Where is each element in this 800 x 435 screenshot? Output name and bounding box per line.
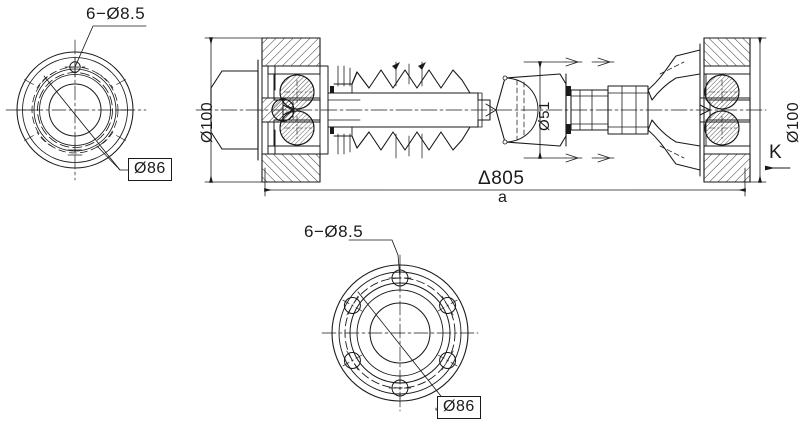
bolt-spec-label-bottom: 6−Ø8.5 (304, 222, 364, 241)
tube-diameter-label: Ø51 (536, 101, 553, 131)
bolt-hole (388, 376, 412, 400)
bolt-hole-pattern (342, 266, 458, 400)
flange-diameter-label-right: Ø100 (785, 101, 800, 143)
bolt-hole (437, 350, 458, 371)
universal-joint-cross-right (699, 97, 751, 123)
bolt-spec-label-top: 6−Ø8.5 (86, 4, 146, 23)
left-flange-end-view (5, 25, 153, 181)
view-arrow-label-K: K (769, 142, 783, 163)
dim-diameter-100-right (749, 37, 767, 183)
bolt-circle-label-left: Ø86 (128, 158, 172, 181)
telescoping-tube (565, 83, 649, 137)
bearing-upper-right (703, 65, 751, 110)
flange-diameter-label-left: Ø100 (199, 101, 216, 143)
shaft-tube-left (327, 65, 477, 155)
main-section-view (195, 37, 791, 197)
overall-length-label: Δ805 (478, 168, 525, 189)
bellows-boot-lower (351, 126, 471, 151)
bellows-boot-upper (351, 69, 471, 94)
bolt-hole (342, 350, 363, 371)
dim-overall-length (264, 167, 746, 197)
overall-length-symbol: a (498, 189, 508, 206)
dim-diameter-51 (523, 57, 615, 163)
universal-joint-cross-left (261, 97, 321, 123)
bottom-flange-end-view (321, 239, 479, 412)
bolt-hole (437, 295, 458, 316)
bearing-lower-right (703, 110, 751, 155)
dim-diameter-100-left (204, 37, 263, 183)
right-flange (703, 37, 751, 183)
bolt-hole (342, 295, 363, 316)
bolt-circle-label-bottom: Ø86 (437, 396, 481, 419)
